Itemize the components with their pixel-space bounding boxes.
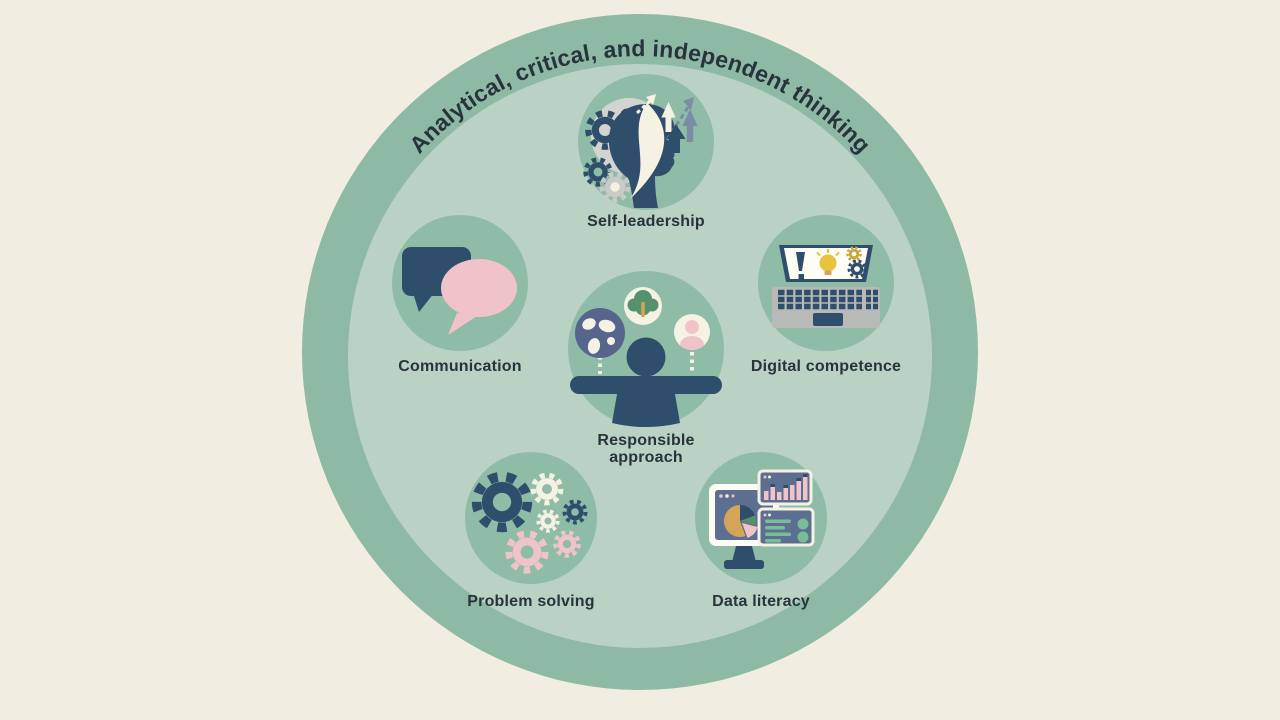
globe-icon [575,308,625,358]
skill-label-digital-competence: Digital competence [751,358,901,375]
exclamation-icon [796,252,805,280]
open-arms-figure [570,337,722,427]
keyboard-keys [778,289,878,310]
avatar-icon [674,314,710,350]
badge-problem-solving: Problem solving [465,452,597,610]
person-globe-icon [570,287,722,427]
lightbulb-icon [816,249,840,275]
badge-self-leadership: Self-leadership [578,74,714,230]
list-panel [757,507,815,547]
badge-digital-competence: Digital competence [751,215,901,375]
badge-circle [758,215,894,351]
touchpad [813,313,843,326]
pie-chart [723,504,758,538]
badge-data-literacy: Data literacy [695,452,827,610]
skill-label-data-literacy: Data literacy [712,593,810,610]
bar-chart-panel [757,469,813,506]
skill-label-self-leadership: Self-leadership [587,213,705,230]
speech-bubbles-icon [402,247,517,335]
badge-communication: Communication [392,215,528,375]
skill-label-responsible-line1: Responsible [597,432,694,449]
skill-label-problem-solving: Problem solving [467,593,594,610]
skill-label-responsible-line2: approach [609,449,683,466]
laptop-icon [772,245,880,328]
head-gears-icon [586,94,698,208]
dashboard-icon [709,469,815,569]
growth-arrows [635,94,698,153]
tree-icon [624,287,662,325]
badge-responsible-approach: Responsible approach [568,271,724,466]
monitor-stand [732,546,756,562]
skill-label-communication: Communication [398,358,522,375]
